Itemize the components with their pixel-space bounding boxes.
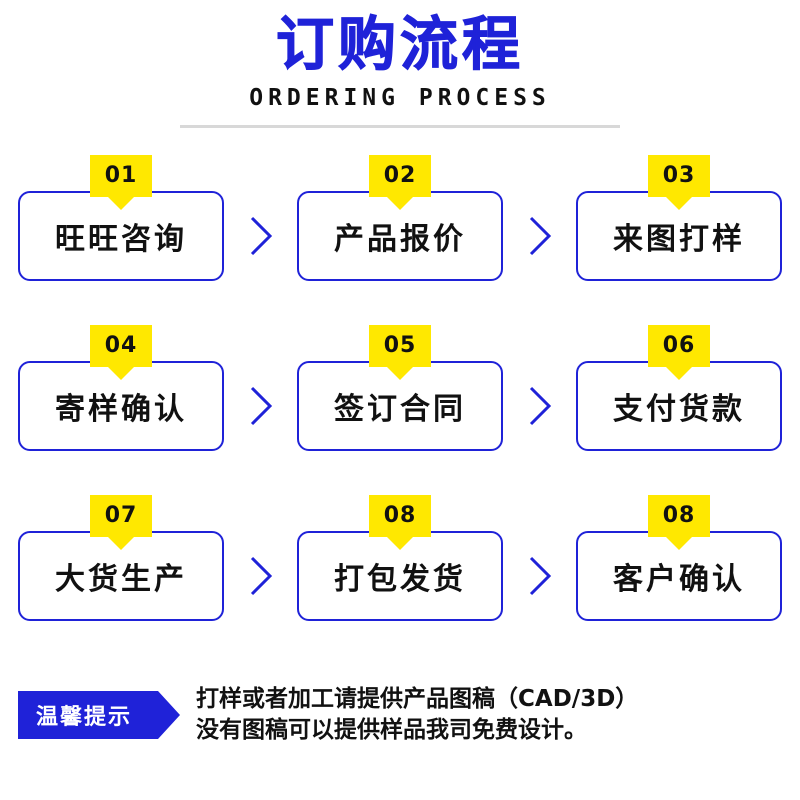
- step-label: 签订合同: [334, 391, 466, 427]
- chevron-right-icon: [244, 384, 278, 428]
- step-number: 02: [383, 163, 417, 189]
- tip-flag-badge: 温馨提示: [18, 690, 181, 739]
- step-label: 大货生产: [55, 561, 187, 597]
- step-badge-03: 03: [648, 154, 710, 197]
- step-card-01[interactable]: 01 旺旺咨询: [18, 154, 224, 281]
- step-card-02[interactable]: 02 产品报价: [297, 154, 503, 281]
- steps-row: 01 旺旺咨询 02 产品报价: [18, 154, 782, 306]
- step-number: 01: [104, 163, 138, 189]
- step-number: 05: [383, 333, 417, 359]
- chevron-right-icon: [523, 554, 557, 598]
- step-label: 产品报价: [334, 221, 466, 257]
- header: 订购流程 ORDERING PROCESS: [0, 0, 800, 128]
- step-badge-09: 08: [648, 494, 710, 537]
- step-card-05[interactable]: 05 签订合同: [297, 324, 503, 451]
- tip-line-2: 没有图稿可以提供样品我司免费设计。: [196, 716, 588, 743]
- page-subtitle: ORDERING PROCESS: [249, 84, 551, 111]
- step-card-07[interactable]: 07 大货生产: [18, 494, 224, 621]
- steps-grid: 01 旺旺咨询 02 产品报价: [0, 154, 800, 646]
- step-label: 旺旺咨询: [55, 221, 187, 257]
- step-card-06[interactable]: 06 支付货款: [576, 324, 782, 451]
- step-badge-02: 02: [369, 154, 431, 197]
- chevron-right-icon: [244, 554, 278, 598]
- step-card-04[interactable]: 04 寄样确认: [18, 324, 224, 451]
- step-label: 支付货款: [613, 391, 745, 427]
- chevron-right-icon: [244, 214, 278, 258]
- step-badge-07: 07: [90, 494, 152, 537]
- step-number: 08: [662, 503, 696, 529]
- chevron-right-icon: [523, 214, 557, 258]
- step-card-08[interactable]: 08 打包发货: [297, 494, 503, 621]
- step-number: 06: [662, 333, 696, 359]
- step-card-03[interactable]: 03 来图打样: [576, 154, 782, 281]
- steps-row: 04 寄样确认 05 签订合同: [18, 324, 782, 476]
- step-badge-01: 01: [90, 154, 152, 197]
- page-title: 订购流程: [275, 10, 524, 78]
- header-divider: [180, 124, 620, 128]
- chevron-right-icon: [523, 384, 557, 428]
- step-badge-05: 05: [369, 324, 431, 367]
- step-badge-08: 08: [369, 494, 431, 537]
- footer-note: 温馨提示 打样或者加工请提供产品图稿（CAD/3D） 没有图稿可以提供样品我司免…: [18, 684, 782, 746]
- step-card-09[interactable]: 08 客户确认: [576, 494, 782, 621]
- step-number: 07: [104, 503, 138, 529]
- step-label: 打包发货: [334, 561, 466, 597]
- step-badge-06: 06: [648, 324, 710, 367]
- step-badge-04: 04: [90, 324, 152, 367]
- step-number: 04: [104, 333, 138, 359]
- tip-flag-label: 温馨提示: [36, 704, 133, 730]
- tip-text: 打样或者加工请提供产品图稿（CAD/3D） 没有图稿可以提供样品我司免费设计。: [196, 684, 638, 746]
- tip-line-1: 打样或者加工请提供产品图稿（CAD/3D）: [196, 685, 639, 712]
- step-number: 08: [383, 503, 417, 529]
- step-label: 来图打样: [613, 221, 745, 257]
- step-label: 寄样确认: [55, 391, 187, 427]
- step-label: 客户确认: [613, 561, 745, 597]
- steps-row: 07 大货生产 08 打包发货: [18, 494, 782, 646]
- step-number: 03: [662, 163, 696, 189]
